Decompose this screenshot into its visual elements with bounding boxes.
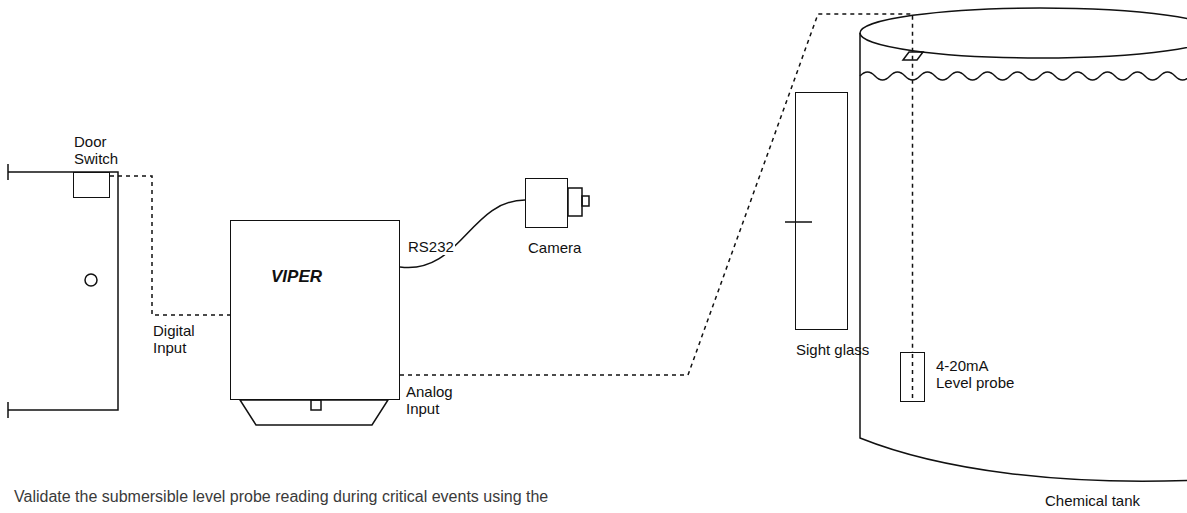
tank-top: [860, 8, 1187, 58]
signal-label: Digital Input: [152, 322, 212, 357]
chemical-tank: Chemical tank4-20mA Level probe: [860, 8, 1187, 478]
signal-label: RS232: [407, 238, 455, 255]
sight-glass-mark: [785, 221, 812, 223]
tank-label: Chemical tank: [1045, 492, 1140, 509]
sight-glass-label: Sight glass: [796, 341, 869, 358]
door-switch-label: Door Switch: [74, 133, 132, 168]
camera-nub: [582, 196, 589, 206]
signal-label: Analog Input: [405, 383, 465, 418]
viper-base-tab: [311, 400, 321, 410]
viper-base: [240, 400, 388, 425]
camera-label: Camera: [528, 239, 581, 256]
viper-label: VIPER: [271, 267, 322, 287]
tank-wall: [860, 33, 1187, 481]
serial-cable: [400, 200, 525, 268]
probe-cable: [912, 354, 914, 400]
door-frame: [8, 172, 118, 410]
viper-unit: VIPER: [230, 220, 400, 400]
level-probe: 4-20mA Level probe: [900, 352, 925, 402]
caption-text: Validate the submersible level probe rea…: [14, 488, 548, 506]
tank-outline: [860, 8, 1187, 478]
sight-glass: Sight glass: [795, 92, 848, 330]
door-switch: Door Switch: [73, 172, 110, 198]
level-probe-label: 4-20mA Level probe: [936, 357, 1022, 392]
signal-wire: [110, 176, 230, 315]
liquid-surface: [860, 72, 1187, 80]
camera-lens: [568, 188, 582, 216]
signal-wire: [400, 14, 913, 375]
camera-body: Camera: [525, 178, 568, 228]
door-tick: [7, 164, 9, 418]
door-knob: [85, 274, 97, 286]
